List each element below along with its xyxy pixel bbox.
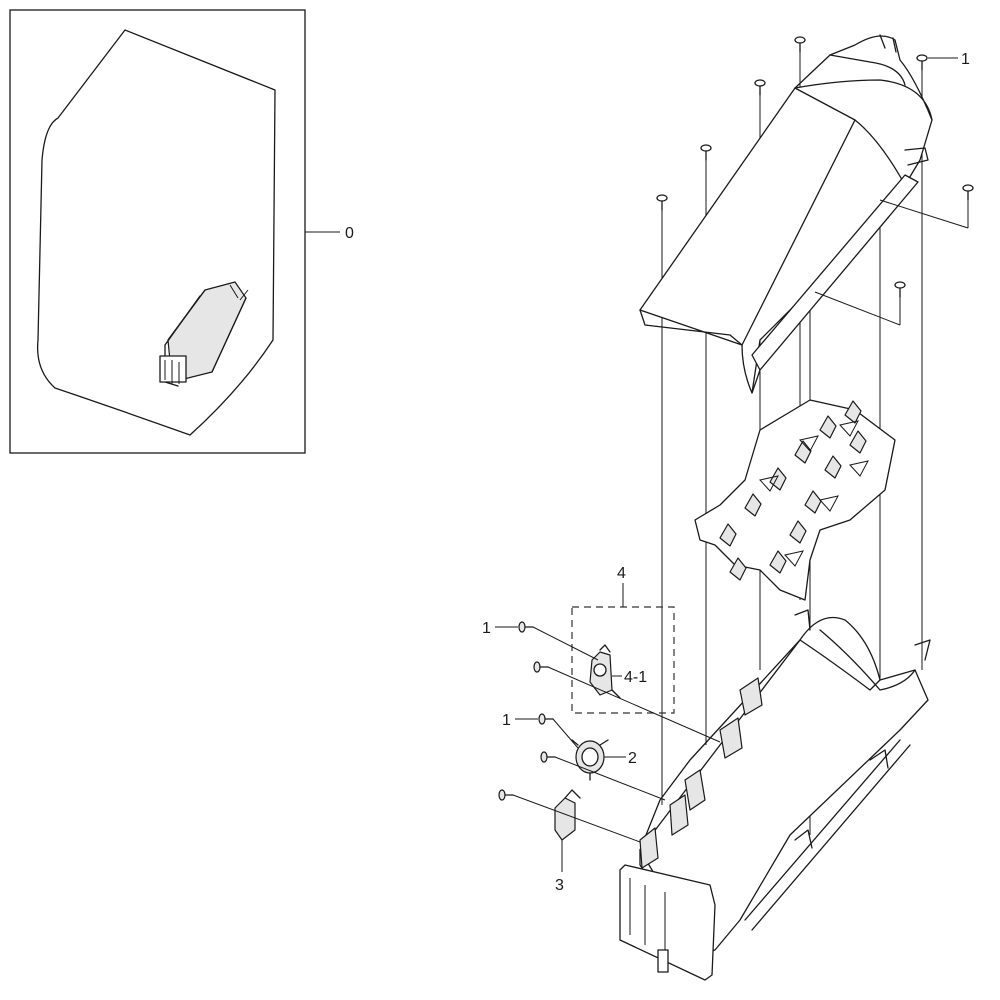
screw-icon (518, 621, 534, 633)
assembly-inset: 0 (9, 9, 354, 454)
callout-3: 3 (555, 877, 564, 894)
screw-icon (754, 79, 766, 96)
callout-1-left-b: 1 (502, 712, 511, 729)
screws-left (498, 621, 556, 801)
thermostat-part (571, 739, 609, 781)
callout-2: 2 (628, 750, 637, 767)
screw-icon (700, 144, 712, 161)
duct-housing (619, 609, 931, 981)
bracket-part (554, 789, 581, 841)
coil-clips (719, 400, 867, 581)
screw-icon (656, 194, 668, 211)
heater-coil-plate (694, 399, 896, 601)
heater-cover (639, 34, 933, 394)
sensor-part (589, 644, 621, 699)
screw-icon (894, 281, 906, 298)
screw-icon (916, 54, 928, 71)
screw-icon (794, 36, 806, 53)
screw-icon (538, 713, 554, 725)
callout-1-top: 1 (961, 51, 970, 68)
cover-screw-leaders (814, 196, 969, 326)
cabinet-outline (36, 29, 276, 436)
screw-leaders-left (512, 626, 721, 843)
screw-icon (498, 789, 514, 801)
screw-icon (540, 751, 556, 763)
screw-icon (533, 661, 549, 673)
screw-icon (962, 184, 974, 201)
inset-heater-duct (159, 281, 249, 387)
callout-1-left-a: 1 (482, 620, 491, 637)
callout-0: 0 (345, 225, 354, 242)
screws-top (656, 36, 974, 298)
callout-4-1: 4-1 (624, 669, 647, 686)
callout-4: 4 (617, 565, 626, 582)
sensor-assembly-box (571, 606, 675, 714)
coil-cutouts (759, 420, 869, 567)
